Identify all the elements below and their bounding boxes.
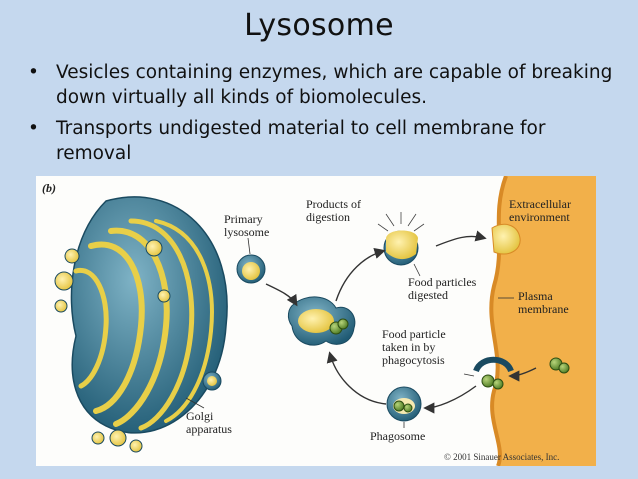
leader-lines <box>185 237 514 428</box>
label-phagosome: Phagosome <box>370 429 425 443</box>
food-particle-shape <box>549 357 570 374</box>
bullet-item: • Vesicles containing enzymes, which are … <box>24 60 624 110</box>
label-extracellular-environment: Extracellular environment <box>509 197 574 224</box>
copyright-note: © 2001 Sinauer Associates, Inc. <box>444 452 559 462</box>
label-golgi-apparatus: Golgi apparatus <box>186 409 232 436</box>
phagocytosis-site-shape <box>473 356 514 390</box>
diagram-svg: (b) <box>42 176 596 466</box>
arrow-icon <box>326 351 387 405</box>
bullet-list: • Vesicles containing enzymes, which are … <box>24 60 624 172</box>
cycle-arrows <box>265 230 537 414</box>
bullet-item: • Transports undigested material to cell … <box>24 116 624 166</box>
bullet-dot-icon: • <box>28 118 39 139</box>
bullet-text: Vesicles containing enzymes, which are c… <box>56 62 613 108</box>
figure-tag: (b) <box>42 181 56 195</box>
arrow-icon <box>265 283 298 307</box>
arrow-icon <box>508 367 537 382</box>
arrow-icon <box>335 248 386 302</box>
phagosome-shape <box>386 386 422 422</box>
exocytosis-spot-shape <box>491 223 521 255</box>
label-food-particles-digested: Food particles digested <box>408 275 479 302</box>
label-products-of-digestion: Products of digestion <box>306 197 364 224</box>
primary-lysosome-shape <box>236 254 266 284</box>
label-plasma-membrane: Plasma membrane <box>518 289 569 316</box>
golgi-apparatus-shape <box>54 196 228 453</box>
bullet-text: Transports undigested material to cell m… <box>56 118 546 164</box>
arrow-icon <box>435 230 487 247</box>
label-primary-lysosome: Primary lysosome <box>224 212 269 239</box>
digested-vesicle-shape <box>377 212 425 266</box>
fusion-vesicle-shape <box>287 296 356 346</box>
slide-title: Lysosome <box>244 8 394 43</box>
bullet-dot-icon: • <box>28 62 39 83</box>
arrow-icon <box>423 385 477 414</box>
label-food-particle-phagocytosis: Food particle taken in by phagocytosis <box>382 327 449 367</box>
lysosome-diagram: (b) <box>36 176 596 466</box>
